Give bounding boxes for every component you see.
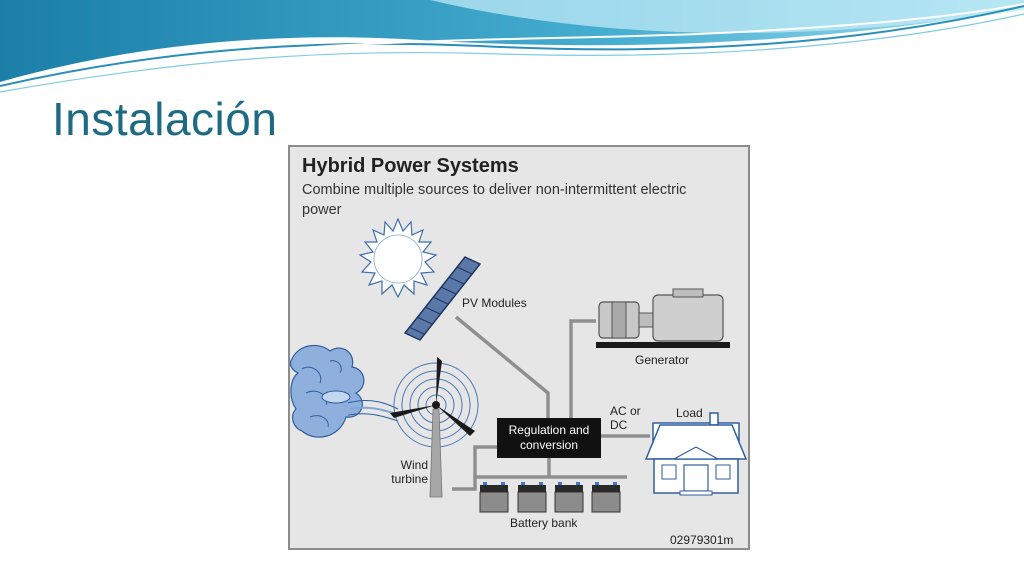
house-icon	[644, 412, 748, 496]
diagram-title: Hybrid Power Systems	[302, 155, 519, 177]
pv-modules-label: PV Modules	[462, 296, 527, 310]
wind-face-icon	[290, 344, 401, 438]
hybrid-power-diagram: Hybrid Power Systems Combine multiple so…	[288, 145, 750, 550]
ac-dc-label: AC or DC	[610, 404, 641, 432]
battery-bank-label: Battery bank	[510, 516, 578, 530]
regulation-conversion-box: Regulation and conversion	[497, 418, 601, 458]
header-wave-banner	[0, 0, 1024, 93]
load-label: Load	[676, 406, 703, 420]
generator-icon	[596, 288, 730, 348]
regulation-label: Regulation and conversion	[508, 423, 590, 452]
diagram-subtitle: Combine multiple sources to deliver non-…	[302, 182, 687, 218]
pv-module-icon	[403, 256, 482, 341]
sun-icon	[358, 217, 438, 299]
figure-id: 02979301m	[670, 533, 734, 547]
generator-label: Generator	[635, 353, 690, 367]
wind-turbine-icon	[390, 357, 479, 498]
slide-title: Instalación	[52, 93, 278, 145]
wind-turbine-label: Wind turbine	[391, 458, 428, 486]
battery-bank-icon	[479, 482, 621, 513]
